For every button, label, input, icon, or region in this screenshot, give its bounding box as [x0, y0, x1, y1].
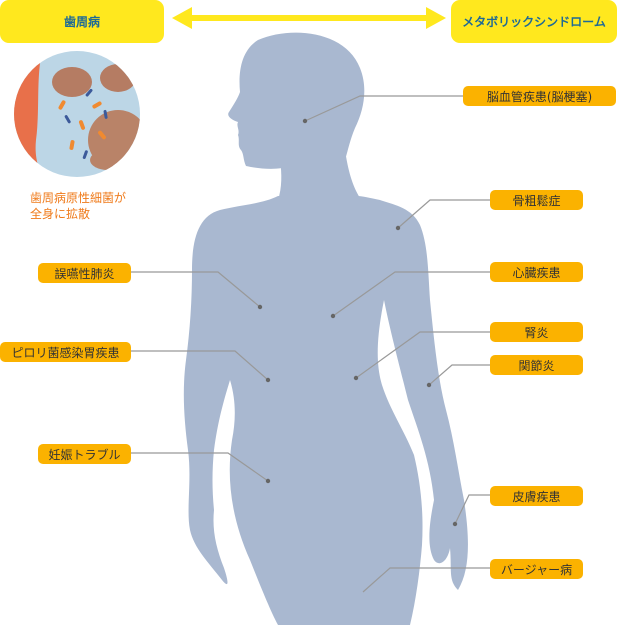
label-arthritis: 関節炎 [490, 355, 583, 375]
label-skin-disease: 皮膚疾患 [490, 486, 583, 506]
label-text: 妊娠トラブル [48, 447, 121, 462]
header-left-label: 歯周病 [63, 15, 100, 29]
label-text: バージャー病 [500, 562, 573, 577]
label-text: 皮膚疾患 [512, 489, 561, 504]
label-heart-disease: 心臓疾患 [490, 262, 583, 282]
label-text: 関節炎 [518, 358, 555, 373]
header-right-label: メタボリックシンドローム [462, 15, 606, 29]
bacteria-illustration [14, 51, 140, 177]
double-headed-arrow-icon [172, 7, 446, 29]
header-metabolic-syndrome: メタボリックシンドローム [451, 0, 617, 43]
inset-caption: 歯周病原性細菌が 全身に拡散 [30, 190, 126, 222]
header-periodontal-disease: 歯周病 [0, 0, 164, 43]
leader-dots [257, 118, 458, 527]
label-buerger: バージャー病 [490, 559, 583, 579]
label-text: 脳血管疾患(脳梗塞) [486, 89, 593, 104]
female-silhouette-icon [183, 32, 468, 625]
label-text: 骨粗鬆症 [512, 193, 561, 208]
label-text: 誤嚥性肺炎 [54, 266, 115, 281]
label-text: 腎炎 [524, 325, 549, 340]
label-pregnancy: 妊娠トラブル [38, 444, 131, 464]
label-pylori: ピロリ菌感染胃疾患 [0, 342, 131, 362]
label-cerebrovascular: 脳血管疾患(脳梗塞) [463, 86, 616, 106]
label-aspiration-pneumonia: 誤嚥性肺炎 [38, 263, 131, 283]
label-text: 心臓疾患 [512, 265, 561, 280]
label-text: ピロリ菌感染胃疾患 [11, 345, 120, 360]
label-osteoporosis: 骨粗鬆症 [490, 190, 583, 210]
caption-line-2: 全身に拡散 [30, 207, 91, 221]
label-nephritis: 腎炎 [490, 322, 583, 342]
caption-line-1: 歯周病原性細菌が [30, 191, 127, 205]
leader-lines [130, 95, 490, 593]
